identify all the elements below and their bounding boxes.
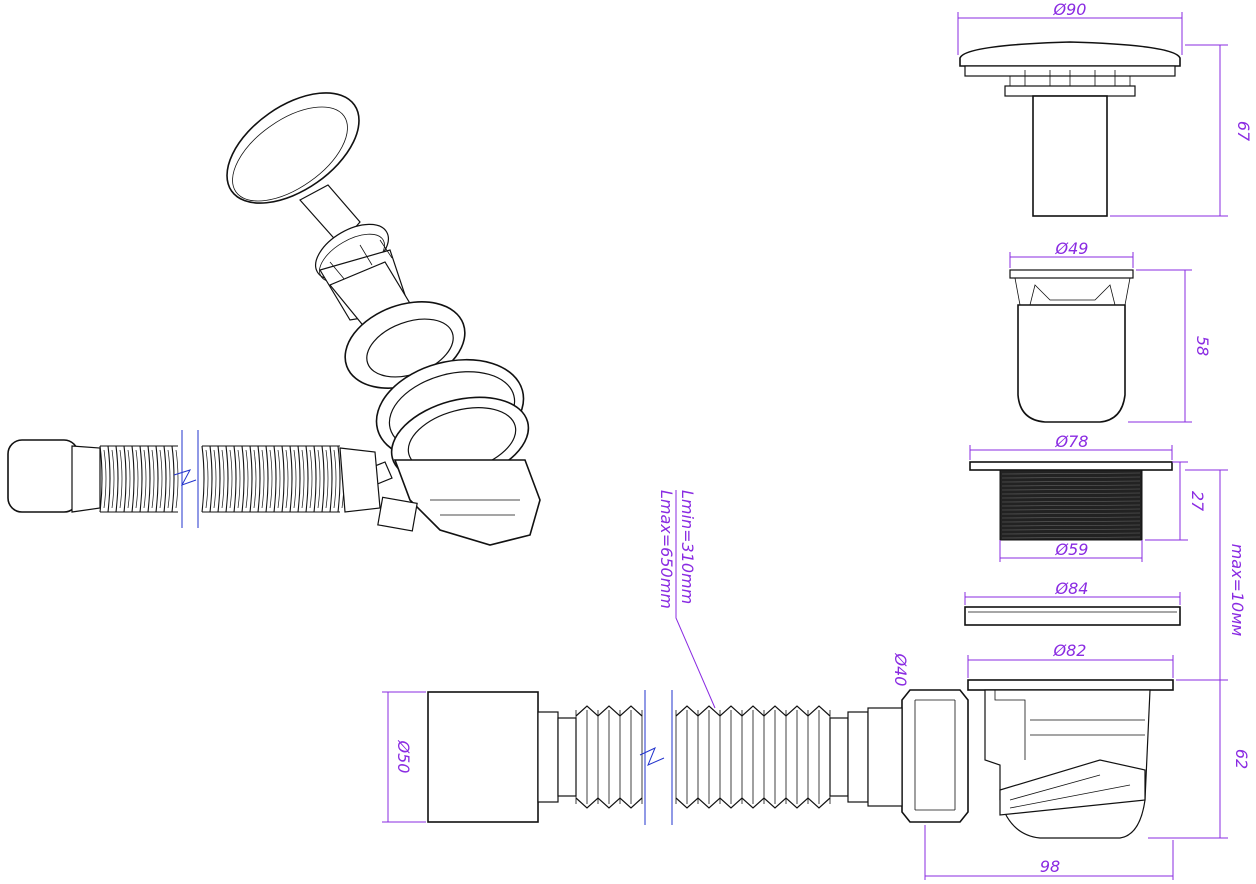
iso-trap (364, 459, 541, 546)
dim-diameter-82: Ø82 (1053, 641, 1087, 660)
dim-height-62: 62 (1232, 749, 1251, 769)
hose-elevation: Ø50 Lmin=310mm Lmax=650mm (382, 490, 903, 825)
dim-diameter-50: Ø50 (394, 740, 413, 774)
trap-elevation: Ø82 62 98 Ø40 (878, 641, 1251, 880)
dim-diameter-90: Ø90 (1053, 0, 1087, 19)
dim-height-27: 27 (1188, 491, 1207, 512)
dim-length-min: Lmin=310mm (678, 490, 697, 604)
dim-diameter-49: Ø49 (1055, 239, 1089, 258)
cage-elevation: Ø49 58 (1009, 239, 1212, 423)
dim-height-58: 58 (1193, 336, 1212, 356)
dim-diameter-59: Ø59 (1055, 540, 1089, 559)
dim-height-67: 67 (1234, 121, 1253, 142)
dim-width-98: 98 (1040, 857, 1060, 876)
dim-diameter-84: Ø84 (1055, 579, 1089, 598)
iso-cap (226, 92, 361, 246)
dim-max-10mm: max=10мм (1228, 544, 1247, 637)
iso-hose (7, 430, 381, 528)
dim-length-max: Lmax=650mm (657, 490, 676, 609)
dim-diameter-40: Ø40 (891, 653, 910, 687)
threaded-ring: Ø78 27 Ø59 max=10мм (969, 432, 1247, 680)
cap-elevation: Ø90 67 (957, 0, 1253, 217)
dim-diameter-78: Ø78 (1055, 432, 1089, 451)
gasket-elevation: Ø84 (964, 579, 1181, 626)
isometric-assembly (7, 92, 541, 546)
